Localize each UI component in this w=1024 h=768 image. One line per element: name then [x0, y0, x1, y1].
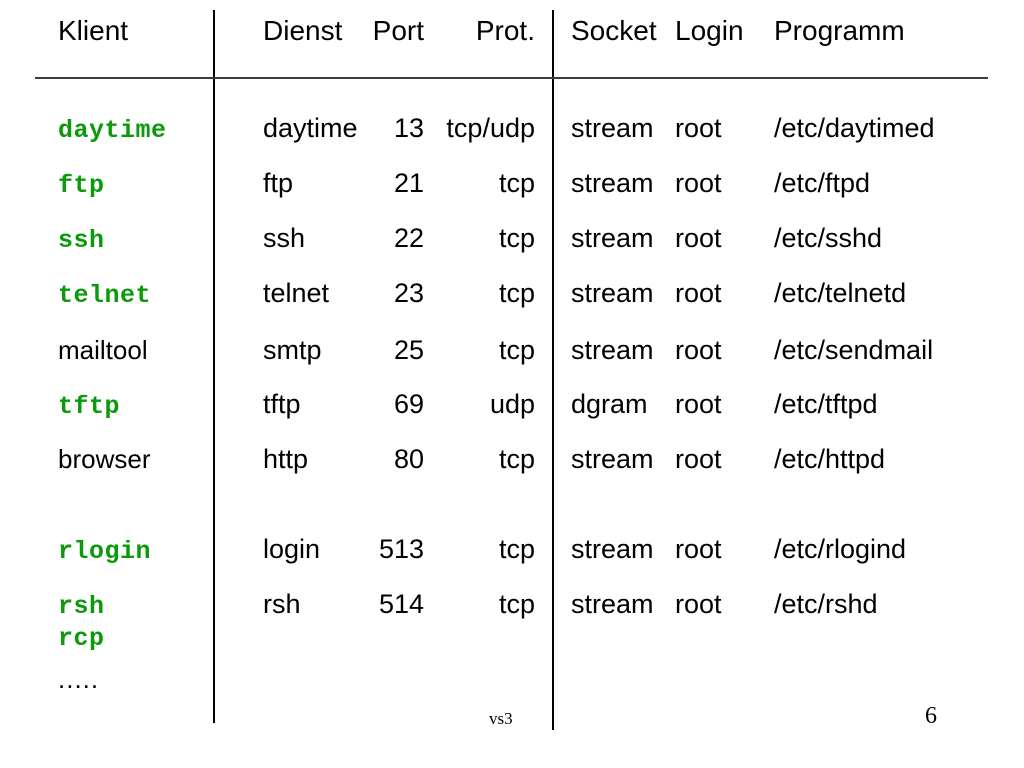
vertical-divider-right: [552, 10, 554, 730]
cell-dienst: smtp: [263, 335, 322, 365]
cell-programm: /etc/ftpd: [774, 168, 871, 198]
cell-dienst: login: [263, 534, 321, 564]
cell-programm: /etc/sendmail: [774, 335, 934, 365]
cell-dienst: http: [263, 444, 309, 474]
cell-socket: stream: [571, 113, 654, 143]
cell-klient: rlogin: [58, 537, 152, 566]
cell-dienst: ssh: [263, 223, 306, 253]
cell-prot: tcp: [498, 335, 535, 365]
cell-klient: browser: [58, 444, 151, 474]
cell-socket: stream: [571, 589, 654, 619]
cell-dienst: rsh: [263, 589, 301, 619]
cell-klient: .....: [58, 664, 100, 694]
cell-port: 514: [378, 589, 424, 619]
cell-programm: /etc/telnetd: [774, 278, 907, 308]
cell-socket: stream: [571, 335, 654, 365]
cell-programm: /etc/sshd: [774, 223, 883, 253]
cell-port: 22: [393, 223, 424, 253]
cell-dienst: telnet: [263, 278, 330, 308]
cell-socket: stream: [571, 534, 654, 564]
cell-socket: stream: [571, 278, 654, 308]
cell-klient: tftp: [58, 392, 121, 421]
cell-login: root: [675, 534, 722, 564]
cell-port: 13: [393, 113, 424, 143]
cell-login: root: [675, 589, 722, 619]
cell-login: root: [675, 444, 722, 474]
cell-login: root: [675, 389, 722, 419]
cell-dienst: tftp: [263, 389, 301, 419]
cell-socket: stream: [571, 223, 654, 253]
cell-socket: dgram: [571, 389, 648, 419]
cell-prot: tcp: [498, 444, 535, 474]
cell-prot: tcp: [498, 278, 535, 308]
cell-programm: /etc/daytimed: [774, 113, 935, 143]
cell-port: 25: [393, 335, 424, 365]
vertical-divider-left: [213, 10, 215, 723]
cell-port: 21: [393, 168, 424, 198]
cell-klient: daytime: [58, 116, 167, 145]
column-header-dienst: Dienst: [263, 15, 343, 46]
cell-prot: tcp/udp: [446, 113, 535, 143]
cell-programm: /etc/rlogind: [774, 534, 907, 564]
column-header-login: Login: [675, 15, 744, 46]
cell-programm: /etc/httpd: [774, 444, 886, 474]
column-header-programm: Programm: [774, 15, 905, 46]
cell-klient: rcp: [58, 624, 105, 653]
cell-dienst: daytime: [263, 113, 358, 143]
cell-klient: ftp: [58, 171, 105, 200]
column-header-port: Port: [372, 15, 424, 46]
cell-prot: tcp: [498, 589, 535, 619]
cell-login: root: [675, 335, 722, 365]
column-header-klient: Klient: [58, 15, 129, 46]
footer-tag: vs3: [489, 709, 513, 728]
cell-prot: udp: [489, 389, 535, 419]
column-header-socket: Socket: [571, 15, 657, 46]
cell-klient: ssh: [58, 226, 105, 255]
cell-socket: stream: [571, 168, 654, 198]
cell-klient: mailtool: [58, 335, 148, 365]
cell-port: 513: [378, 534, 424, 564]
page-number: 6: [925, 703, 937, 729]
cell-socket: stream: [571, 444, 654, 474]
header-horizontal-rule: [35, 77, 988, 79]
cell-prot: tcp: [498, 168, 535, 198]
cell-prot: tcp: [498, 534, 535, 564]
column-header-prot: Prot.: [475, 15, 535, 46]
cell-login: root: [675, 168, 722, 198]
cell-prot: tcp: [498, 223, 535, 253]
cell-port: 23: [393, 278, 424, 308]
cell-port: 80: [393, 444, 424, 474]
cell-programm: /etc/rshd: [774, 589, 878, 619]
cell-klient: telnet: [58, 281, 152, 310]
cell-login: root: [675, 113, 722, 143]
cell-dienst: ftp: [263, 168, 294, 198]
cell-login: root: [675, 278, 722, 308]
cell-klient: rsh: [58, 592, 105, 621]
cell-port: 69: [393, 389, 424, 419]
cell-login: root: [675, 223, 722, 253]
cell-programm: /etc/tftpd: [774, 389, 878, 419]
